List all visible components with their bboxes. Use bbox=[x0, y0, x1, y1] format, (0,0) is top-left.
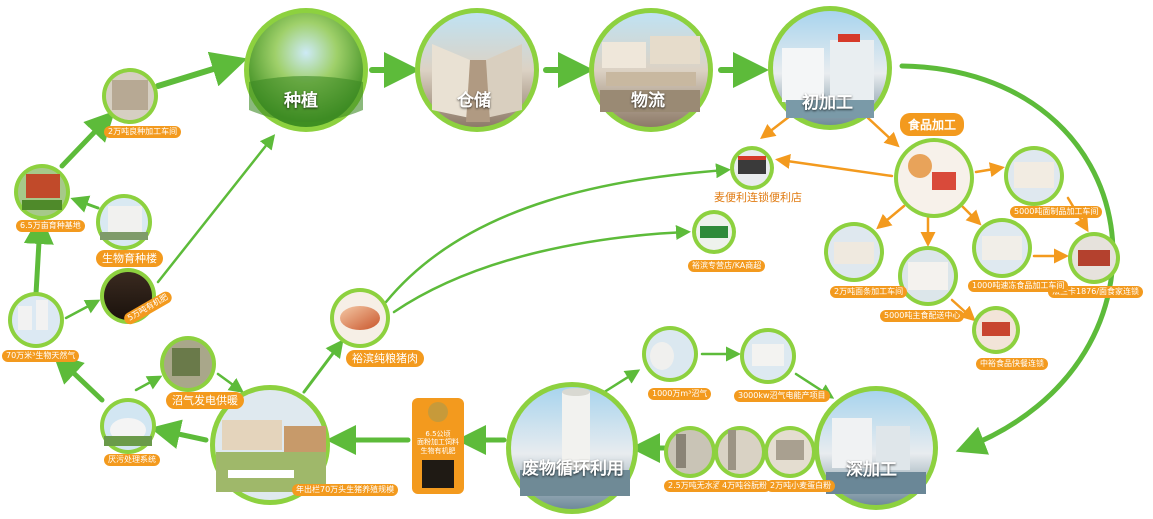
deep-processing-label: 深加工 bbox=[846, 460, 897, 480]
frozen-photo bbox=[972, 218, 1032, 278]
arrow-base-to-workshop bbox=[59, 110, 115, 169]
arrow-pork-to-ka bbox=[392, 224, 691, 314]
primary-processing-label: 初加工 bbox=[802, 93, 853, 113]
store-label: 麦便利连锁便利店 bbox=[714, 191, 802, 204]
seed-workshop-label: 2万吨良种加工车间 bbox=[104, 126, 182, 138]
feed-photo bbox=[740, 328, 796, 384]
feed-label: 3000kw沼气电能产项目 bbox=[734, 390, 830, 402]
power-label: 沼气发电供暖 bbox=[166, 392, 244, 409]
arrow-primary-to-store bbox=[760, 114, 792, 140]
arrow-primary-to-deep bbox=[899, 63, 1116, 455]
biogas-box-photo bbox=[412, 398, 464, 494]
primary-processing-stage bbox=[768, 6, 892, 130]
logistics-stage bbox=[589, 8, 713, 132]
ka-label: 裕滨专营店/KA商超 bbox=[688, 260, 766, 272]
ka-photo bbox=[692, 210, 736, 254]
arrow-workshop-to-planting bbox=[155, 51, 248, 89]
wheat-photo bbox=[764, 426, 816, 478]
biogas-gen-photo bbox=[8, 292, 64, 348]
wheat-label: 2万吨小麦蛋白粉 bbox=[766, 480, 836, 492]
food-plant-label: 5000吨面制品加工车间 bbox=[1010, 206, 1103, 218]
staple-photo bbox=[898, 246, 958, 306]
canteen-photo bbox=[972, 306, 1020, 354]
bio-building-photo bbox=[96, 194, 152, 250]
logistics-label: 物流 bbox=[631, 91, 665, 111]
pig-farm-label: 年出栏70万头生猪养殖规模 bbox=[292, 484, 399, 496]
arrow-gas-to-fertilizer bbox=[64, 299, 101, 320]
canteen-label: 中裕食品快餐连锁 bbox=[976, 358, 1048, 370]
sewage-photo bbox=[100, 398, 156, 454]
alcohol-label: 2.5万吨无水酒精 bbox=[664, 480, 733, 492]
biogas-photo bbox=[642, 326, 698, 382]
arrow-primary-to-food bbox=[866, 116, 900, 148]
arrow-staple-to-canteen bbox=[950, 298, 976, 322]
food-processing-badge: 食品加工 bbox=[900, 113, 965, 136]
arrow-bio-to-base bbox=[70, 195, 100, 213]
storage-stage bbox=[415, 8, 539, 132]
store-photo bbox=[730, 146, 774, 190]
arrow-farm-to-pork bbox=[302, 339, 344, 394]
arrow-power-to-farm bbox=[216, 372, 245, 393]
food-processing-photo bbox=[894, 138, 974, 218]
bio-building-label: 生物育种楼 bbox=[96, 250, 163, 267]
pork-photo bbox=[330, 288, 390, 348]
biogas-label: 1000万m³沼气 bbox=[648, 388, 712, 400]
waste-recycling-stage bbox=[506, 382, 638, 514]
power-photo bbox=[160, 336, 216, 392]
arrow-sewage-to-gas bbox=[52, 353, 105, 403]
arrow-food-to-store bbox=[775, 153, 894, 178]
waste-recycling-label: 废物循环利用 bbox=[522, 459, 624, 479]
sewage-label: 厌污处理系统 bbox=[104, 454, 160, 466]
planting-label: 种植 bbox=[284, 91, 318, 111]
pork-label: 裕滨纯粮猪肉 bbox=[346, 350, 424, 367]
base-label: 6.5万亩育种基地 bbox=[16, 220, 85, 232]
noodle-photo bbox=[824, 222, 884, 282]
gluten-photo bbox=[714, 426, 766, 478]
pig-farm-node bbox=[210, 385, 330, 505]
noodle-label: 2万吨面条加工车间 bbox=[830, 286, 908, 298]
arrow-food-to-noodle bbox=[876, 204, 906, 230]
food-plant-photo bbox=[1004, 146, 1064, 206]
arrow-farm-to-sewage bbox=[150, 419, 209, 449]
deep-processing-stage bbox=[814, 386, 938, 510]
arrow-food-to-plant bbox=[974, 162, 1005, 178]
gluten-label: 4万吨谷朊粉 bbox=[718, 480, 772, 492]
arrow-gas-to-base bbox=[23, 214, 54, 297]
biogas-box-label: 6.5公顷 面粉加工饲料 生物有机肥 bbox=[417, 430, 459, 455]
storage-label: 仓储 bbox=[457, 91, 491, 111]
frozen-label: 1000吨速冻食品加工车间 bbox=[968, 280, 1069, 292]
restaurant-photo bbox=[1068, 232, 1120, 284]
restaurant-label: 法兰卡1876/面食家连锁 bbox=[1048, 286, 1144, 298]
arrow-food-to-frozen bbox=[958, 202, 982, 226]
staple-label: 5000吨主食配送中心 bbox=[880, 310, 965, 322]
arrow-pork-to-store bbox=[384, 163, 731, 304]
base-photo bbox=[14, 164, 70, 220]
arrow-sewage-to-power bbox=[134, 375, 163, 392]
arrow-fertilizer-to-planting bbox=[156, 134, 276, 284]
alcohol-photo bbox=[664, 426, 716, 478]
biogas-gen-label: 70万米³生物天然气 bbox=[2, 350, 80, 362]
planting-stage bbox=[244, 8, 368, 132]
seed-workshop-photo bbox=[102, 68, 158, 124]
